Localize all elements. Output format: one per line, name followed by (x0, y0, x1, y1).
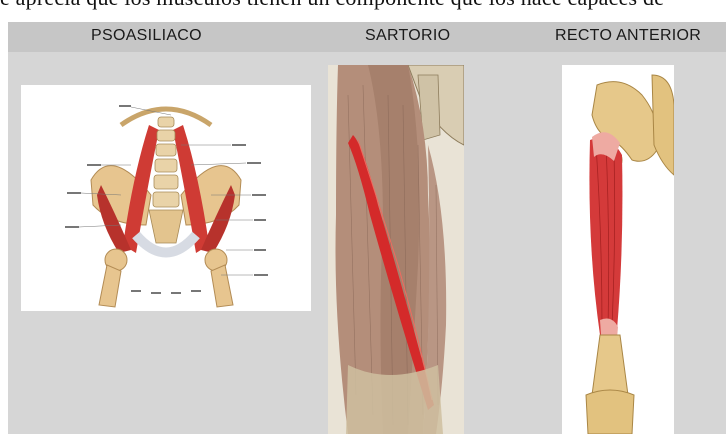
heading-recto-anterior: RECTO ANTERIOR (555, 27, 701, 45)
heading-psoasiliaco: PSOASILIACO (91, 27, 202, 45)
top-text-strip: e aprecia que los músculos tienen un com… (0, 0, 726, 22)
psoas-iliacus-illustration (21, 85, 311, 311)
slide-panel: PSOASILIACO SARTORIO RECTO ANTERIOR (8, 22, 726, 434)
top-text-fragment: e aprecia que los músculos tienen un com… (0, 0, 726, 11)
rectus-femoris-illustration (562, 65, 674, 434)
sartorius-illustration (328, 65, 464, 434)
heading-sartorio: SARTORIO (365, 27, 450, 45)
